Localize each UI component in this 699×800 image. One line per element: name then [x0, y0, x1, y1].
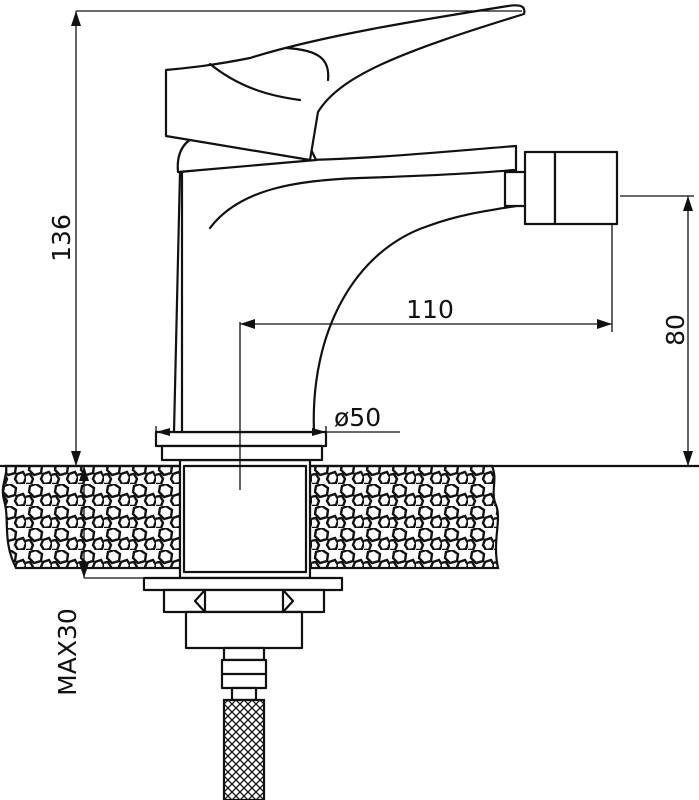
countertop — [0, 464, 699, 570]
aerator-nozzle — [503, 150, 619, 226]
dim-spout-height: 80 — [620, 195, 694, 466]
dim-text-110: 110 — [406, 295, 454, 324]
mounting-shank — [178, 458, 312, 580]
fixing-nut-assembly — [142, 576, 344, 702]
dim-base-diameter: ø50 — [155, 403, 400, 438]
base-flange — [154, 430, 328, 462]
countertop-right — [308, 464, 500, 570]
supply-hose — [222, 698, 266, 800]
dim-spout-reach: 110 — [239, 224, 613, 490]
dim-text-136: 136 — [47, 214, 76, 262]
dim-text-diameter50: ø50 — [334, 403, 381, 432]
spout — [172, 144, 518, 434]
dim-text-max30: MAX30 — [53, 608, 82, 696]
dim-text-80: 80 — [661, 314, 690, 346]
dim-total-height: 136 — [47, 10, 522, 466]
dim-max-thickness: MAX30 — [53, 466, 144, 696]
countertop-left — [1, 464, 182, 570]
lever-handle — [164, 4, 526, 162]
